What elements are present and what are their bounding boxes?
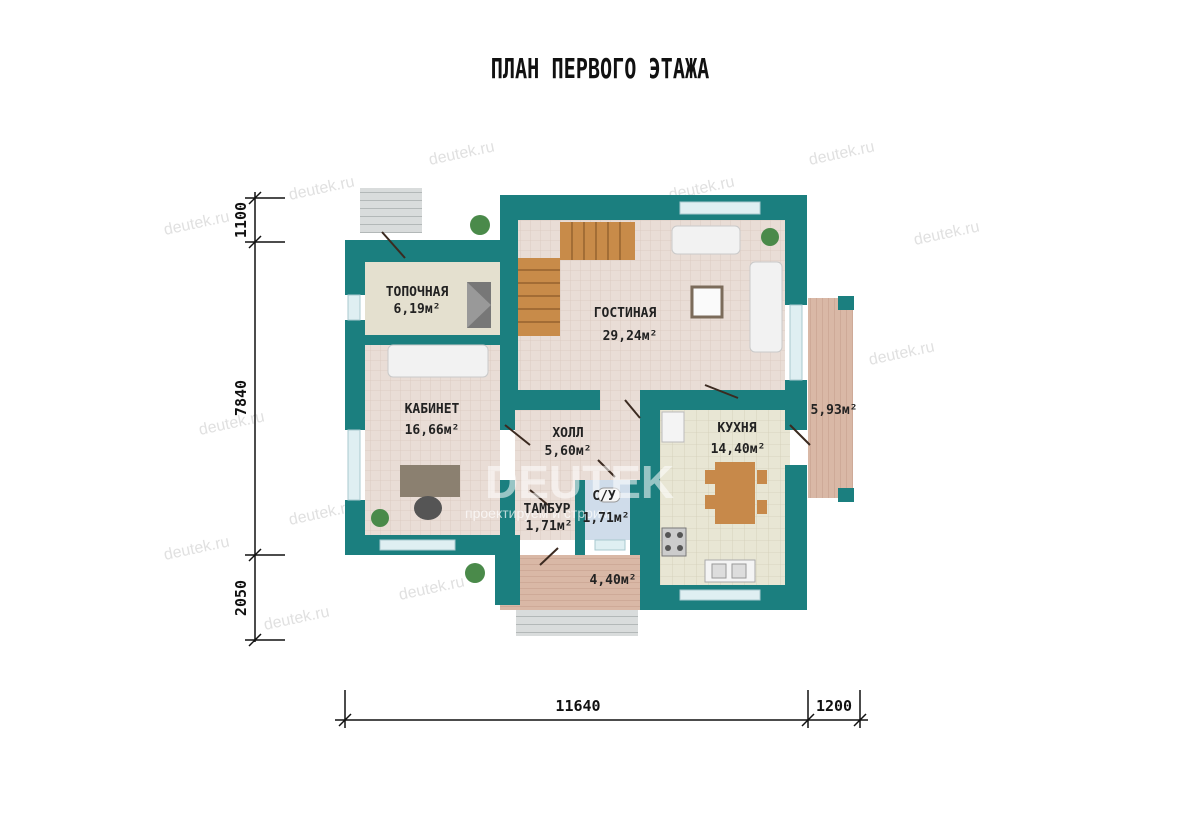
sofa-top xyxy=(671,225,741,255)
dim-left-mid: 7840 xyxy=(232,380,250,416)
hall-area: 5,60м² xyxy=(545,444,592,459)
watermark-text: deutek.ru xyxy=(397,573,466,604)
boiler-area: 6,19м² xyxy=(394,302,441,317)
porch-floor xyxy=(500,555,640,610)
watermark-text: deutek.ru xyxy=(867,338,936,369)
living-area: 29,24м² xyxy=(603,329,658,344)
watermark-slogan: проектируем и строим xyxy=(465,505,610,521)
office-chair xyxy=(414,496,442,520)
coffee-table xyxy=(690,285,724,319)
study-name: КАБИНЕТ xyxy=(405,402,460,417)
vestibule-name: ТАМБУР xyxy=(524,502,571,517)
doors xyxy=(381,231,811,566)
watermark-text: deutek.ru xyxy=(807,138,876,169)
terrace-floor xyxy=(808,298,853,498)
living-name: ГОСТИНАЯ xyxy=(594,306,657,321)
study-area: 16,66м² xyxy=(405,423,460,438)
watermark-text: deutek.ru xyxy=(912,218,981,249)
windows xyxy=(347,201,803,601)
porch-steps xyxy=(516,610,638,636)
kitchen-area: 14,40м² xyxy=(711,442,766,457)
watermark-text: deutek.ru xyxy=(262,603,331,634)
vestibule-floor xyxy=(515,480,575,540)
dim-bottom-main: 11640 xyxy=(555,697,600,715)
watermark-text: deutek.ru xyxy=(287,173,356,204)
wc-area: 1,71м² xyxy=(583,511,630,526)
dim-left-top: 1100 xyxy=(232,202,250,238)
staircase xyxy=(518,222,635,336)
plant xyxy=(371,509,389,527)
dimension-lines xyxy=(245,191,868,728)
sofa-right xyxy=(749,261,783,353)
dim-left-bottom: 2050 xyxy=(232,580,250,616)
plant xyxy=(465,563,485,583)
hall-name: ХОЛЛ xyxy=(552,426,583,441)
porch-area: 4,40м² xyxy=(590,573,637,588)
watermark-text: deutek.ru xyxy=(162,208,231,239)
dim-bottom-right: 1200 xyxy=(816,697,852,715)
vestibule-area: 1,71м² xyxy=(526,519,573,534)
boiler-name: ТОПОЧНАЯ xyxy=(386,285,449,300)
desk xyxy=(400,465,460,497)
page-title: ПЛАН ПЕРВОГО ЭТАЖА xyxy=(490,52,710,85)
plant xyxy=(761,228,779,246)
room-labels: ТОПОЧНАЯ 6,19м² ГОСТИНАЯ 29,24м² КАБИНЕТ… xyxy=(386,285,858,588)
plant xyxy=(470,215,490,235)
watermark-text: deutek.ru xyxy=(162,533,231,564)
furniture xyxy=(371,215,783,583)
watermark-text: deutek.ru xyxy=(427,138,496,169)
wc-name: С/У xyxy=(592,489,616,504)
terrace-area: 5,93м² xyxy=(811,403,858,418)
study-sofa xyxy=(387,344,489,378)
watermark-brand: DEUTEK xyxy=(485,456,674,508)
kitchen-name: КУХНЯ xyxy=(717,421,756,436)
dining-table xyxy=(715,462,755,524)
toilet xyxy=(597,487,621,503)
boiler-steps xyxy=(360,188,422,233)
